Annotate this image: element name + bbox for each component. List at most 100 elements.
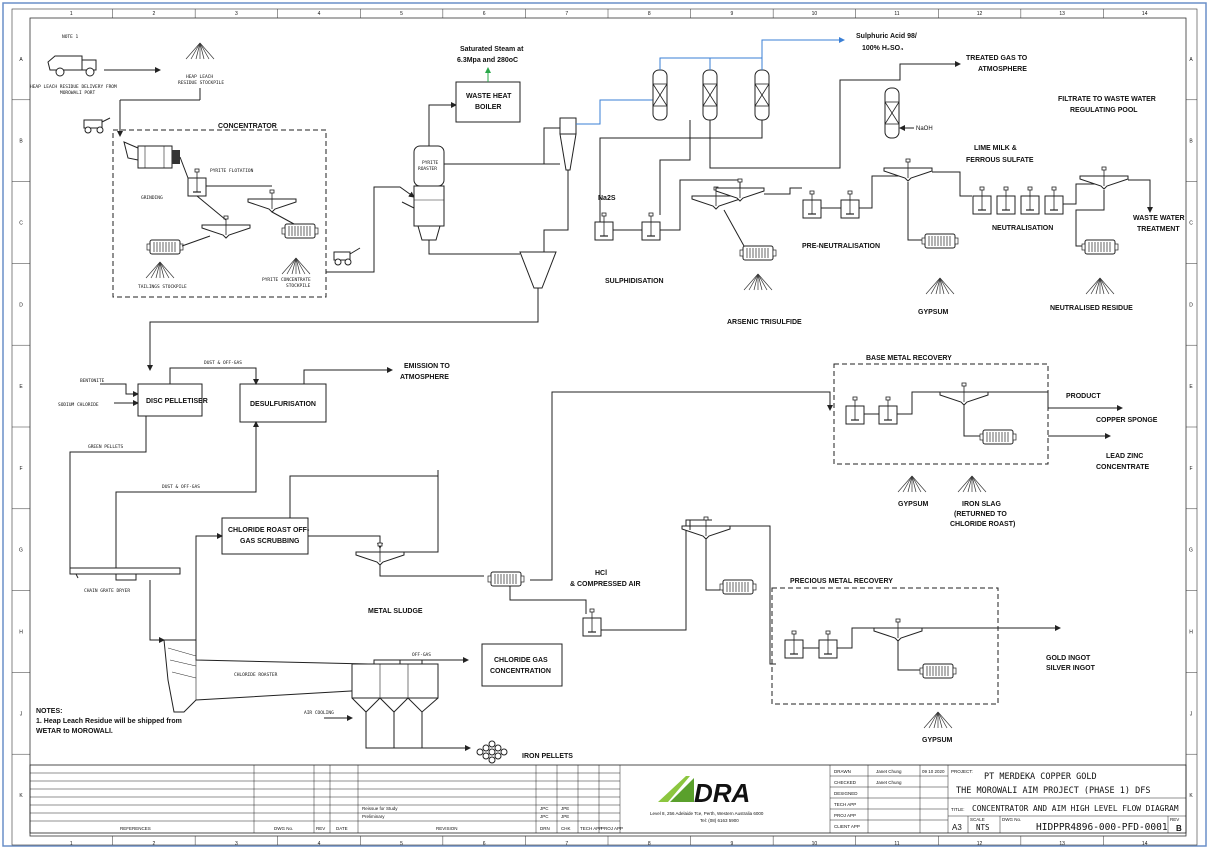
desulfurisation-box	[239, 383, 327, 423]
grid-row-label: F	[19, 466, 22, 472]
line-to-scrubber	[709, 61, 961, 169]
line-dryer-dust	[115, 421, 259, 570]
line-cyclone-in	[543, 127, 560, 164]
tb-scale-label: SCALE	[970, 817, 985, 822]
line-copper-sponge	[988, 391, 1123, 411]
tb-rev-header: REV	[316, 826, 325, 831]
tb-role-1: CHECKED	[834, 780, 857, 785]
grid-row-label: C	[19, 221, 23, 227]
calcine-hopper	[519, 251, 557, 289]
tb-rev: B	[1176, 824, 1182, 833]
dra-logo-text: DRA	[694, 778, 750, 808]
grid-col-label: 1	[70, 11, 73, 17]
preneut-tank-1-icon	[802, 190, 822, 219]
whb-label-2: BOILER	[475, 104, 501, 111]
chloride-scrubbing-box	[221, 517, 309, 555]
grid-row-label: C	[1189, 221, 1193, 227]
cyclone	[559, 117, 577, 171]
grid-col-label: 4	[318, 841, 321, 847]
tb-rev-row-2: Preliminary	[362, 814, 385, 819]
line-neut-to-thk	[1063, 183, 1104, 205]
line-acid-bleed	[599, 120, 763, 230]
preneut-tank-2-icon	[840, 190, 860, 219]
pmr-gypsum-stockpile-icon	[923, 711, 953, 729]
tb-rev-row-2-drn: JPC	[540, 814, 549, 819]
neut-residue-label: NEUTRALISED RESIDUE	[1050, 305, 1133, 312]
tb-role-5: CLIENT APP	[834, 824, 860, 829]
off-gas-label: OFF-GAS	[412, 652, 431, 658]
acid-column-3-icon	[754, 69, 770, 121]
flotation-tank-icon	[187, 168, 207, 197]
whb-label-1: WASTE HEAT	[466, 93, 512, 100]
dust-offgas-label-2: DUST & OFF-GAS	[162, 484, 200, 490]
concentrator-label: CONCENTRATOR	[218, 123, 277, 130]
base-metal-boundary	[833, 363, 1049, 465]
grid-col-label: 9	[730, 11, 733, 17]
tb-tech-app-header: TECH APP	[580, 826, 602, 831]
iron-slag-label-3: CHLORIDE ROAST)	[950, 521, 1015, 528]
line-mill-to-flotation	[179, 156, 189, 179]
grid-row-label: K	[19, 793, 23, 799]
drawing-frame	[29, 17, 1187, 837]
tb-role-0: DRAWN	[834, 769, 851, 774]
lead-zinc-label-2: CONCENTRATE	[1096, 464, 1149, 471]
filtrate-label-1: FILTRATE TO WASTE WATER	[1058, 96, 1156, 103]
tb-drn-header: DRN	[540, 826, 550, 831]
tb-title: CONCENTRATOR AND AIM HIGH LEVEL FLOW DIA…	[972, 804, 1179, 813]
tb-rev-row-1: Reissue for Study	[362, 806, 398, 811]
pyrite-roaster-label-2: ROASTER	[418, 166, 437, 172]
emission-label-2: ATMOSPHERE	[400, 374, 449, 381]
grid-row-label: E	[1189, 384, 1193, 390]
line-roaster-to-whb	[428, 102, 457, 146]
line-offgas	[373, 657, 469, 664]
chloride-roaster-label: CHLORIDE ROASTER	[234, 672, 278, 678]
grid-col-label: 3	[235, 11, 238, 17]
neutralisation-label: NEUTRALISATION	[992, 225, 1053, 232]
grid-col-label: 12	[977, 841, 983, 847]
pmr-tank-1-icon	[784, 630, 804, 659]
front-loader-icon	[83, 117, 111, 134]
line-col2-col3	[709, 57, 763, 70]
tb-role-2: DESIGNED	[834, 791, 858, 796]
line-to-preneut	[764, 187, 802, 195]
line-calcine-to-pelletiser	[147, 288, 539, 371]
line-leach-to-thk	[601, 519, 712, 631]
iron-slag-label-1: IRON SLAG	[962, 501, 1001, 508]
tb-address-2: Tel: (08) 6163 5900	[700, 818, 739, 823]
sodium-chloride-label: SODIUM CHLORIDE	[58, 402, 99, 408]
line-filter-to-leach	[509, 586, 587, 614]
acid-label-2: 100% H₂SO₄	[862, 45, 903, 52]
line-to-wwt	[1128, 179, 1153, 213]
grid-col-label: 7	[565, 841, 568, 847]
neut-tank-3-icon	[1020, 186, 1040, 215]
pyrite-roaster	[413, 145, 445, 241]
grid-row-label: K	[1189, 793, 1193, 799]
dust-offgas-label-1: DUST & OFF-GAS	[204, 360, 242, 366]
tailings-filter-icon	[146, 239, 184, 255]
copper-sponge-label: COPPER SPONGE	[1096, 417, 1158, 424]
heap-leach-truck	[47, 55, 97, 77]
grid-row-label: J	[1190, 711, 1193, 717]
note-line-1: 1. Heap Leach Residue will be shipped fr…	[36, 718, 182, 725]
pmr-filter-icon	[919, 663, 957, 679]
pyrite-filter-icon	[281, 223, 319, 239]
line-roaster-to-scrub	[195, 533, 223, 640]
chloride-gas-label-1: CHLORIDE GAS	[494, 657, 548, 664]
lime-label-2: FERROUS SULFATE	[966, 157, 1034, 164]
desulfurisation-label: DESULFURISATION	[250, 401, 316, 408]
pellet-cooler	[351, 663, 439, 713]
pmr-thickener-icon	[873, 618, 923, 642]
grid-row-label: G	[1189, 548, 1193, 554]
line-scrub-to-thk	[308, 535, 383, 549]
grid-col-label: 5	[400, 11, 403, 17]
wwt-label-2: TREATMENT	[1137, 226, 1180, 233]
disc-pelletiser-box	[137, 383, 203, 417]
tb-role-4: PROJ APP	[834, 813, 856, 818]
tb-scale: NTS	[976, 823, 990, 832]
iron-pellets-label: IRON PELLETS	[522, 753, 573, 760]
line-thk-to-filter	[379, 565, 484, 577]
line-bmr-thk-filter	[963, 405, 980, 437]
tb-role-3: TECH APP	[834, 802, 856, 807]
base-metal-label: BASE METAL RECOVERY	[866, 355, 952, 362]
heap-leach-stockpile-icon	[185, 42, 215, 60]
